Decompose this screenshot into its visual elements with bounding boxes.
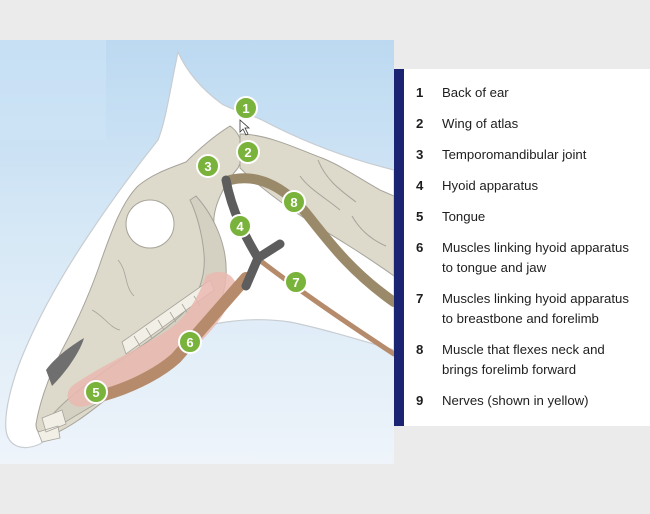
legend-label: Tongue [442,207,648,227]
legend-number: 4 [416,176,442,196]
legend-number: 9 [416,391,442,411]
svg-text:1: 1 [242,101,249,116]
svg-text:2: 2 [244,145,251,160]
legend-accent-bar [394,69,404,426]
legend-number: 2 [416,114,442,134]
marker-2: 2 [237,141,259,163]
background-glare [0,40,106,140]
marker-3: 3 [197,155,219,177]
legend-number: 7 [416,289,442,309]
svg-text:4: 4 [236,219,244,234]
legend-number: 6 [416,238,442,258]
marker-1: 1 [235,97,257,119]
legend-label: Back of ear [442,83,648,103]
svg-text:3: 3 [204,159,211,174]
anatomy-diagram: 1 2 3 4 5 6 7 8 [0,40,394,464]
legend-item-2: 2 Wing of atlas [416,114,648,134]
legend-item-5: 5 Tongue [416,207,648,227]
legend-label: Nerves (shown in yellow) [442,391,648,411]
svg-text:6: 6 [186,335,193,350]
legend-item-1: 1 Back of ear [416,83,648,103]
marker-8: 8 [283,191,305,213]
horse-head-illustration: 1 2 3 4 5 6 7 8 [0,40,394,464]
legend-item-3: 3 Temporomandibular joint [416,145,648,165]
eye-orbit [126,200,174,248]
legend-label: Temporomandibular joint [442,145,648,165]
legend-label: Wing of atlas [442,114,648,134]
legend-panel: 1 Back of ear 2 Wing of atlas 3 Temporom… [394,69,650,426]
legend-number: 3 [416,145,442,165]
legend-number: 8 [416,340,442,360]
marker-4: 4 [229,215,251,237]
legend-label: Hyoid apparatus [442,176,648,196]
marker-5: 5 [85,381,107,403]
legend-list: 1 Back of ear 2 Wing of atlas 3 Temporom… [416,83,648,411]
svg-text:5: 5 [92,385,99,400]
svg-text:7: 7 [292,275,299,290]
legend-item-4: 4 Hyoid apparatus [416,176,648,196]
legend-item-9: 9 Nerves (shown in yellow) [416,391,648,411]
legend-number: 5 [416,207,442,227]
marker-7: 7 [285,271,307,293]
svg-text:8: 8 [290,195,297,210]
marker-6: 6 [179,331,201,353]
legend-number: 1 [416,83,442,103]
